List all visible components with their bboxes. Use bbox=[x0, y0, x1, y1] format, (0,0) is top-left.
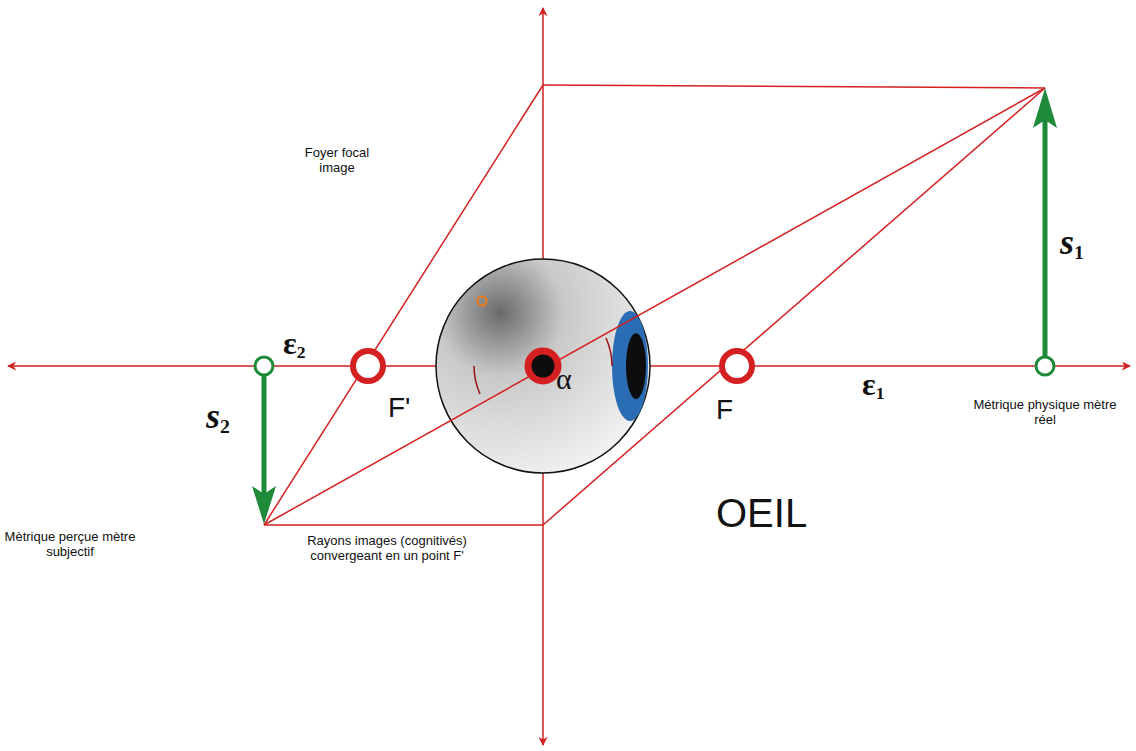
ray-lines bbox=[264, 85, 1045, 525]
size-symbol: s1 bbox=[1060, 222, 1084, 264]
symbol-letter: ε bbox=[862, 366, 876, 402]
eye-spot bbox=[478, 297, 487, 306]
symbol-index: 1 bbox=[1074, 241, 1084, 263]
angle-arc bbox=[606, 338, 612, 366]
image-base bbox=[255, 357, 273, 375]
symbol-index: 2 bbox=[220, 415, 230, 437]
object-arrow bbox=[1043, 112, 1048, 366]
focal-point bbox=[353, 351, 383, 381]
ray-top bbox=[543, 85, 1045, 88]
ray-right-focal bbox=[543, 88, 1045, 525]
optical-centre bbox=[528, 351, 558, 381]
physical-metric-note: Métrique physique mètre réel bbox=[962, 398, 1128, 428]
image-arrowhead bbox=[252, 486, 276, 524]
symbol-index: 2 bbox=[297, 342, 306, 362]
focal-point bbox=[722, 351, 752, 381]
object-base bbox=[1036, 357, 1054, 375]
size-symbol: s2 bbox=[206, 396, 230, 438]
image-arrow bbox=[262, 366, 267, 500]
epsilon-symbol: ε1 bbox=[862, 366, 884, 404]
symbol-letter: s bbox=[206, 396, 220, 436]
epsilon-symbol: ε2 bbox=[283, 325, 305, 363]
symbol-letter: ε bbox=[283, 325, 297, 361]
focal-note: Foyer focal image bbox=[292, 146, 382, 176]
image-rays-note: Rayons images (cognitivés) convergeant e… bbox=[272, 534, 502, 564]
perceived-metric-note: Mètrique perçue mètre subjectif bbox=[4, 530, 136, 560]
focus-name: F' bbox=[388, 392, 410, 424]
angle-arc bbox=[474, 366, 480, 394]
eye-pupil bbox=[626, 333, 646, 399]
angle-symbol: α bbox=[556, 362, 572, 397]
eye-name: OEIL bbox=[716, 490, 807, 536]
object-arrowhead bbox=[1033, 88, 1057, 128]
ray-central bbox=[264, 88, 1045, 525]
eye-ball bbox=[436, 259, 650, 473]
symbol-letter: s bbox=[1060, 222, 1074, 262]
ray-bottom bbox=[264, 524, 543, 526]
focus-name: F bbox=[716, 394, 733, 426]
symbol-index: 1 bbox=[876, 383, 885, 403]
ray-left-focal bbox=[264, 85, 543, 525]
